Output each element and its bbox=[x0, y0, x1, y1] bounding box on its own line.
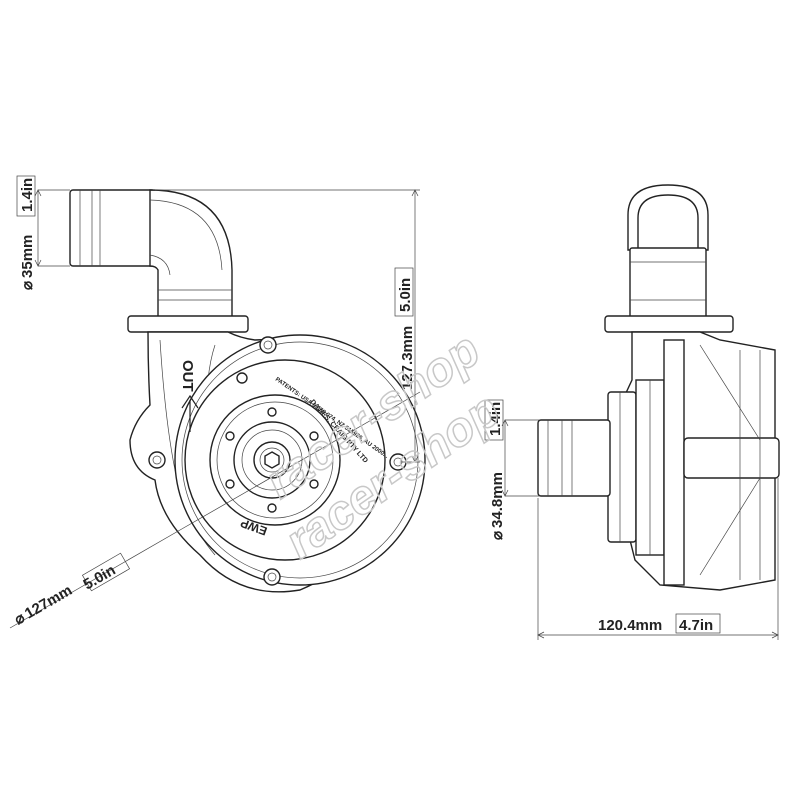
diameter-in: 5.0in bbox=[81, 562, 119, 594]
dimension-inlet-right: ⌀ 34.8mm 1.4in bbox=[484, 399, 540, 540]
length-mm: 120.4mm bbox=[598, 617, 662, 634]
height-in: 5.0in bbox=[397, 278, 414, 312]
mounting-lugs bbox=[148, 336, 407, 586]
dimension-height: 127.3mm 5.0in bbox=[155, 189, 420, 463]
dimension-length: 120.4mm 4.7in bbox=[537, 478, 779, 640]
inlet-left-in: 1.4in bbox=[19, 178, 36, 212]
inlet-right-symbol: ⌀ bbox=[489, 531, 506, 540]
inlet-left-symbol: ⌀ bbox=[19, 281, 36, 290]
height-mm: 127.3mm bbox=[399, 326, 416, 390]
inlet-right-in: 1.4in bbox=[487, 402, 504, 436]
inlet-right-mm: 34.8mm bbox=[489, 472, 506, 528]
out-arrow bbox=[181, 394, 199, 432]
out-label: OUT bbox=[179, 360, 196, 392]
length-in: 4.7in bbox=[679, 617, 713, 634]
side-view bbox=[537, 184, 780, 591]
inlet-left-mm: 35mm bbox=[19, 235, 36, 278]
svg-text:⌀127mm: ⌀127mm bbox=[12, 582, 76, 629]
svg-text:⌀35mm: ⌀ 35mm bbox=[19, 235, 36, 290]
svg-text:⌀34.8mm: ⌀ 34.8mm bbox=[489, 472, 506, 540]
front-view: OUT EWP PATENTS: USA 6,659,074, NZ 51592… bbox=[69, 189, 426, 593]
dimension-inlet-left: ⌀ 35mm 1.4in bbox=[16, 175, 70, 290]
hub-bolts bbox=[225, 407, 319, 513]
diameter-mm: 127mm bbox=[22, 582, 75, 623]
